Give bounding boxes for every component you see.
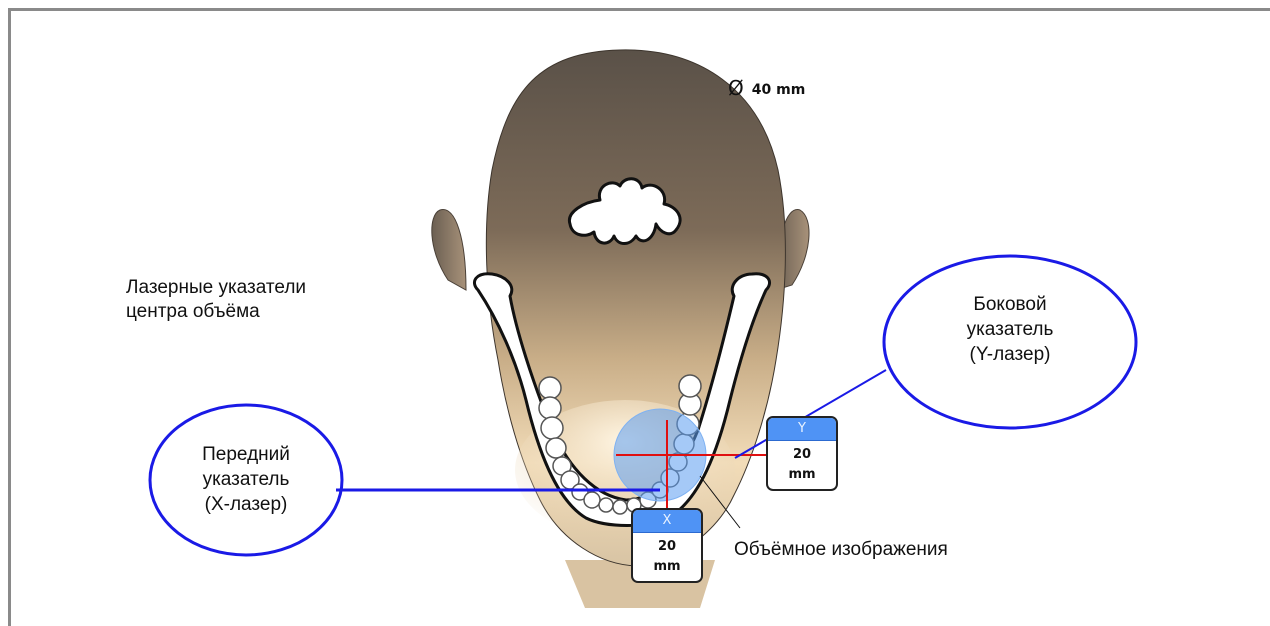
side-pointer-label: Боковой указатель (Y-лазер) xyxy=(900,292,1120,367)
front-pointer-line-3: (X-лазер) xyxy=(150,492,342,517)
side-pointer-line-1: Боковой xyxy=(900,292,1120,317)
front-pointer-line-2: указатель xyxy=(150,467,342,492)
diameter-icon: Ø xyxy=(728,76,744,100)
title-line-1: Лазерные указатели xyxy=(126,276,306,300)
x-laser-unit: mm xyxy=(633,557,701,577)
diameter-readout: Ø 40 mm xyxy=(728,76,805,100)
side-pointer-line-3: (Y-лазер) xyxy=(900,342,1120,367)
y-laser-axis: Y xyxy=(768,418,836,441)
x-laser-value: 20 xyxy=(633,537,701,557)
left-ear xyxy=(432,210,466,290)
y-laser-box[interactable]: Y 20 mm xyxy=(766,416,838,491)
title-line-2: центра объёма xyxy=(126,300,306,324)
x-laser-axis: X xyxy=(633,510,701,533)
front-pointer-label: Передний указатель (X-лазер) xyxy=(150,442,342,517)
x-laser-box[interactable]: X 20 mm xyxy=(631,508,703,583)
diameter-value: 40 mm xyxy=(752,82,806,98)
front-pointer-line-1: Передний xyxy=(150,442,342,467)
volume-image-label: Объёмное изображения xyxy=(734,538,948,562)
laser-pointers-title: Лазерные указатели центра объёма xyxy=(126,276,306,324)
side-pointer-line-2: указатель xyxy=(900,317,1120,342)
y-laser-unit: mm xyxy=(768,465,836,485)
y-laser-value: 20 xyxy=(768,445,836,465)
